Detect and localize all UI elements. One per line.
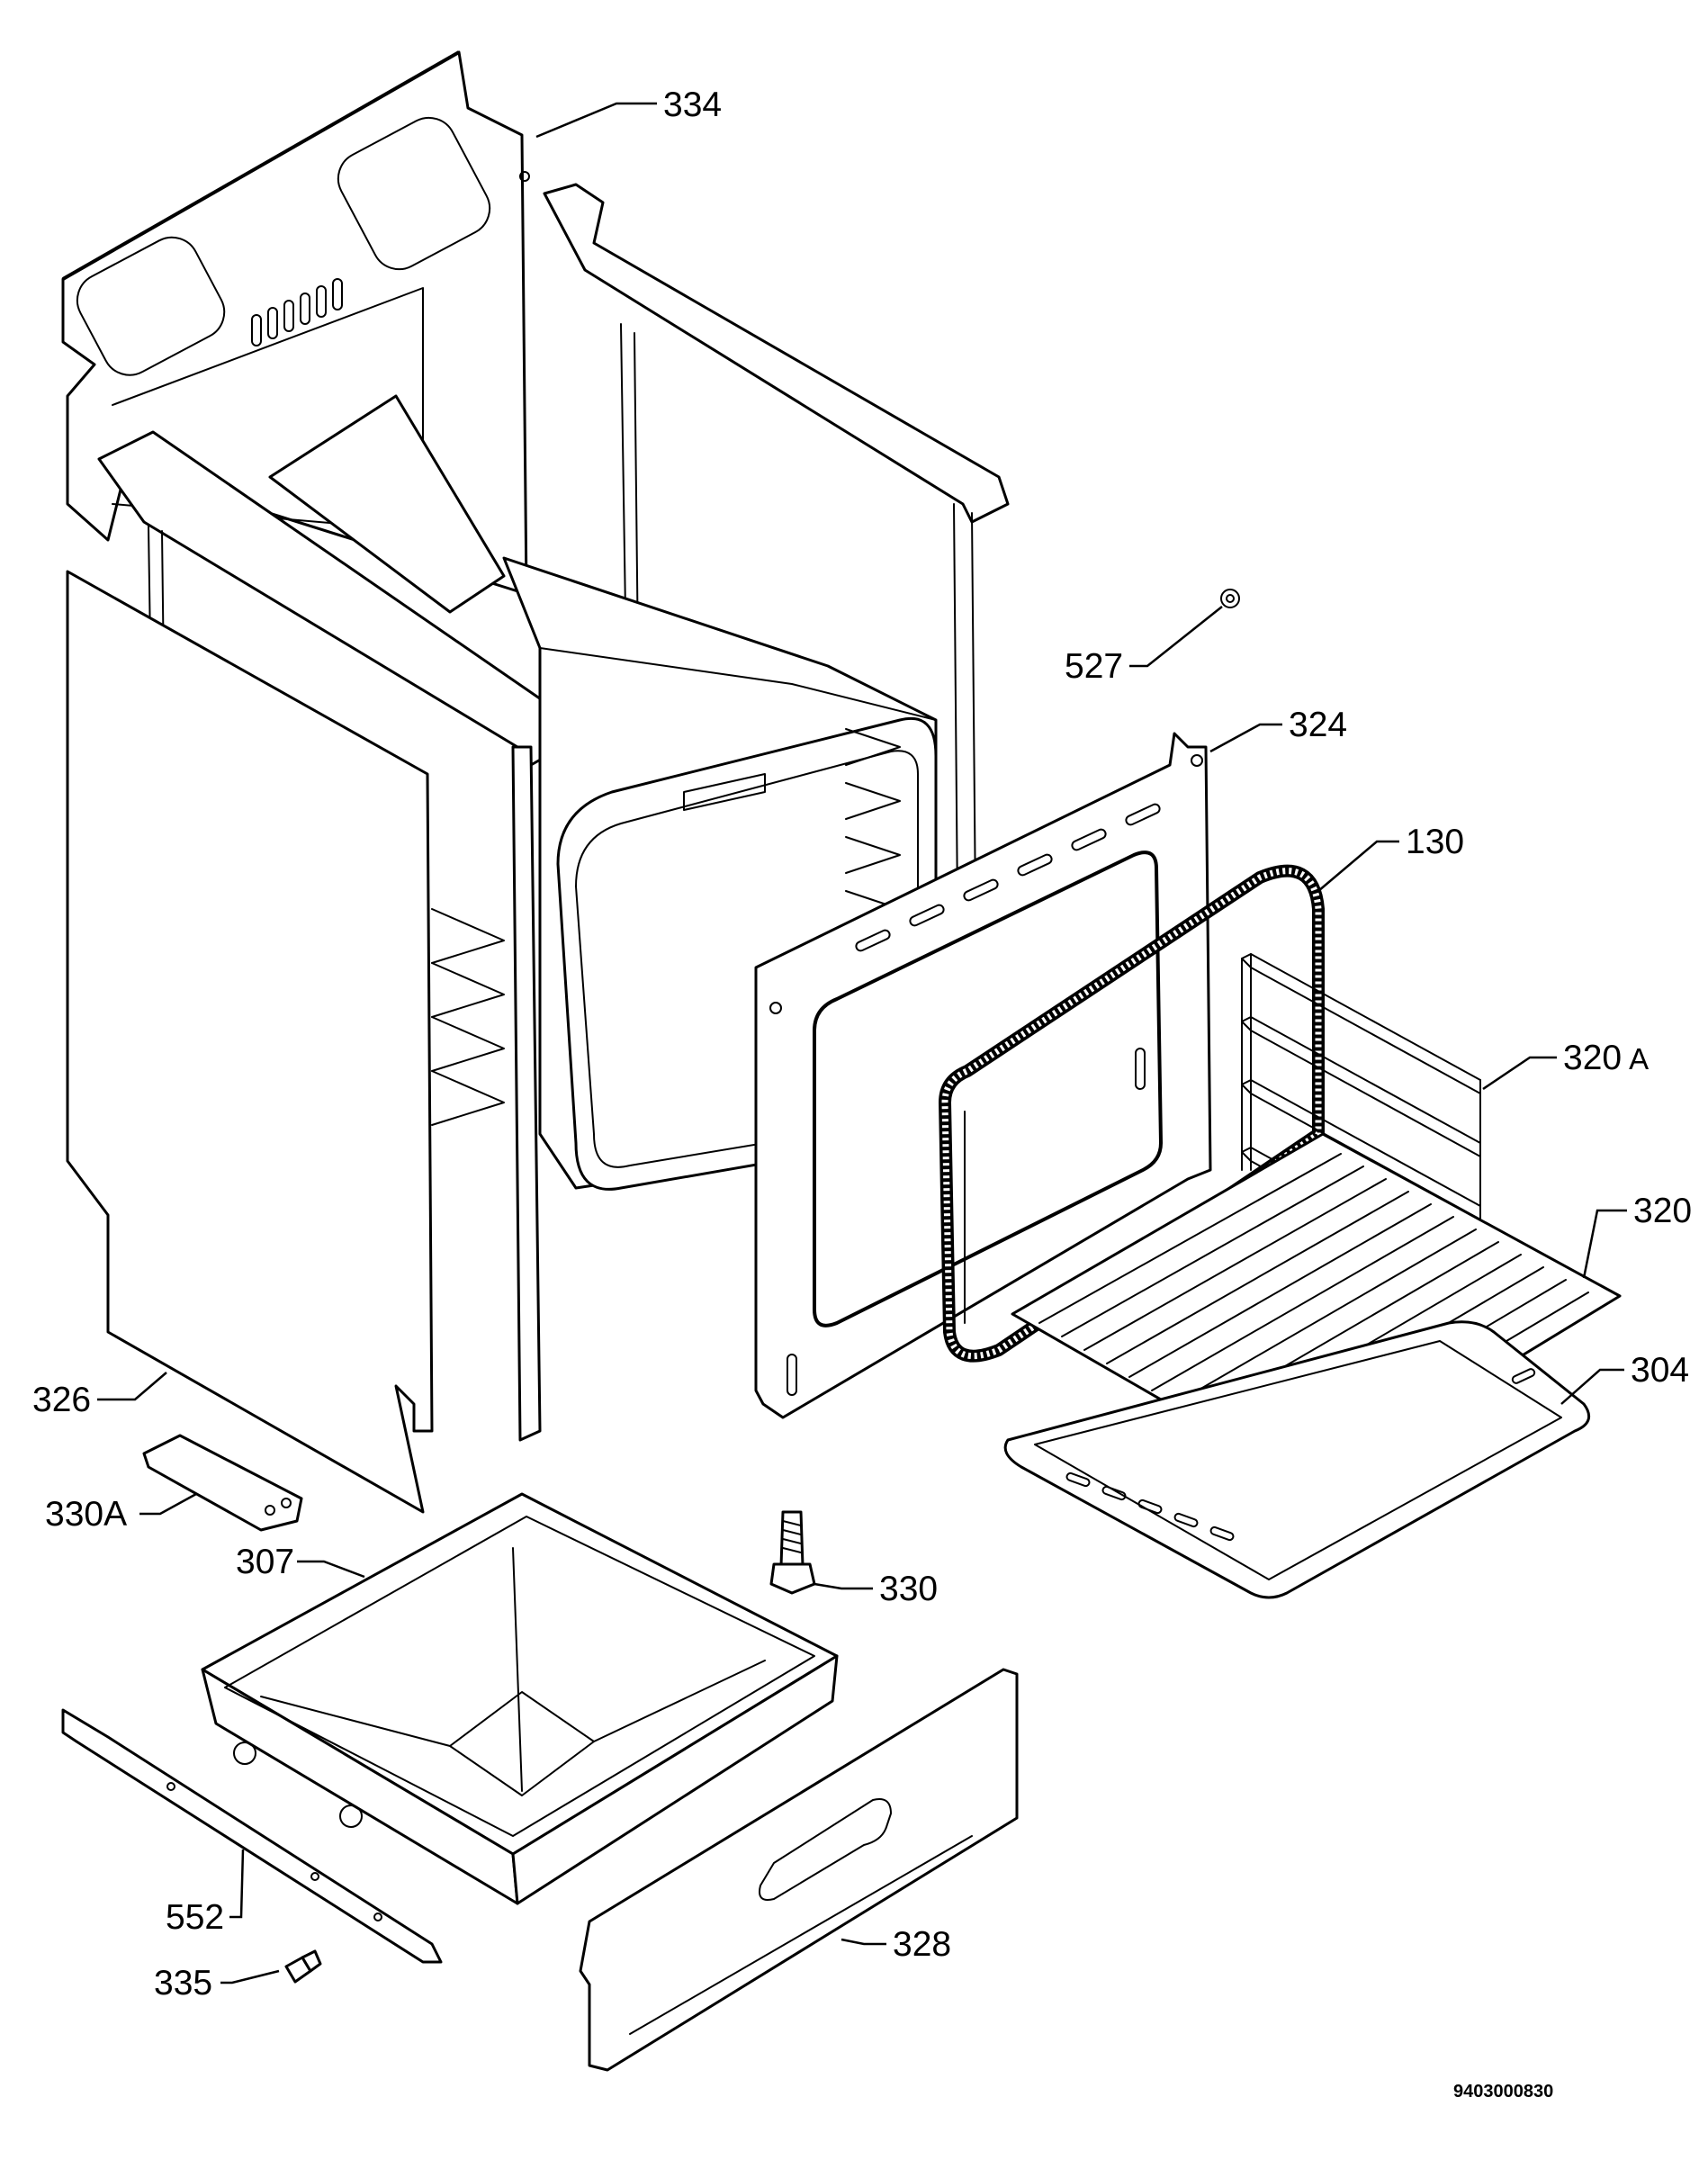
baking-tray-304	[1003, 1320, 1591, 1599]
leader-324	[1209, 723, 1282, 753]
label-527: 527	[1065, 647, 1123, 686]
side-rails-320a	[1241, 953, 1481, 1288]
label-320: 320	[1633, 1192, 1692, 1230]
runner-rail-552	[61, 1708, 443, 1964]
label-130: 130	[1406, 823, 1464, 861]
label-330a: 330A	[45, 1495, 127, 1534]
leader-130	[1317, 840, 1399, 892]
label-328: 328	[893, 1925, 951, 1964]
leader-335	[220, 1969, 280, 1984]
leader-320a	[1482, 1056, 1557, 1091]
leader-330	[814, 1582, 873, 1590]
leader-320	[1582, 1209, 1627, 1279]
label-320a-suffix: A	[1629, 1042, 1649, 1076]
leader-527	[1129, 606, 1223, 668]
door-seal-130	[939, 864, 1325, 1363]
leader-328	[841, 1938, 886, 1946]
label-335: 335	[154, 1964, 212, 2002]
side-panel-326	[66, 570, 434, 1514]
label-552: 552	[166, 1898, 224, 1937]
leader-552	[229, 1849, 245, 1919]
label-304: 304	[1631, 1351, 1689, 1390]
label-320a-number: 320	[1563, 1039, 1622, 1077]
leader-330a	[139, 1492, 197, 1516]
label-307: 307	[236, 1543, 294, 1581]
label-334: 334	[663, 86, 722, 124]
drawer-front-328	[579, 1668, 1019, 2072]
screw-335	[284, 1949, 322, 1984]
bolt-330	[769, 1510, 816, 1595]
document-number: 9403000830	[1453, 2082, 1553, 2102]
leader-307	[297, 1560, 365, 1579]
bracket-330a	[142, 1434, 303, 1532]
label-330: 330	[879, 1570, 938, 1608]
leader-334	[535, 102, 657, 139]
screw-527	[1220, 589, 1240, 608]
storage-drawer-307	[201, 1492, 839, 1905]
label-326: 326	[32, 1381, 91, 1419]
oven-front-frame-324	[754, 732, 1212, 1419]
label-324: 324	[1289, 706, 1347, 744]
leader-326	[97, 1372, 167, 1401]
leader-lines	[97, 102, 1627, 1984]
leader-304	[1560, 1368, 1624, 1405]
